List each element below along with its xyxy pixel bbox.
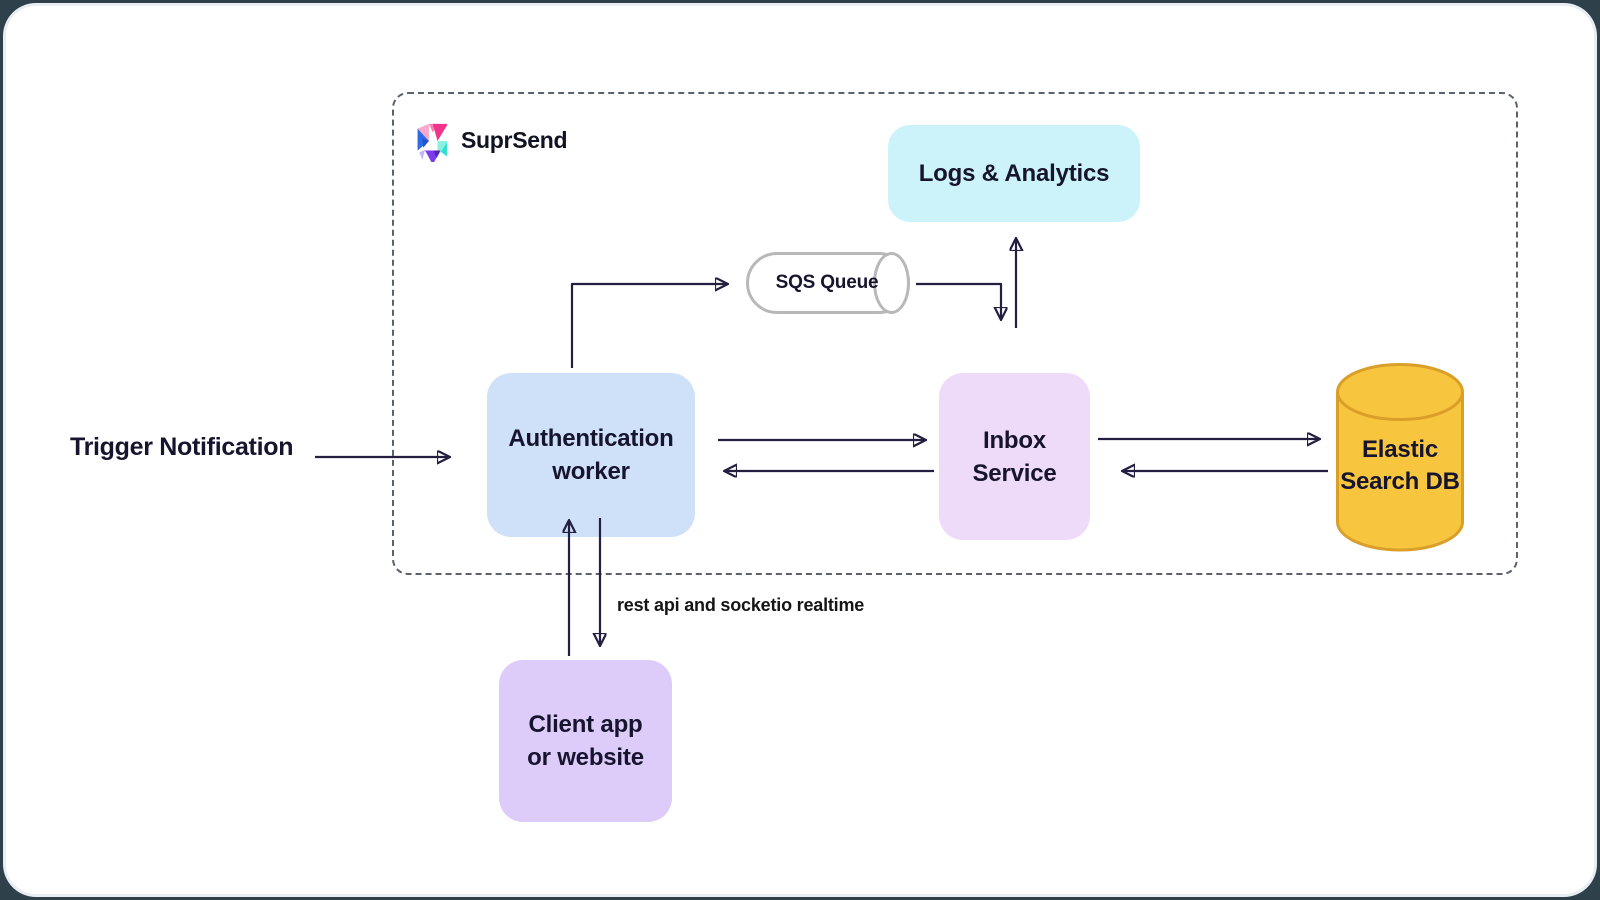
elastic-label-line2: Search	[1340, 468, 1420, 495]
suprsend-logo-icon	[417, 123, 447, 162]
node-sqs-queue: SQS Queue	[746, 252, 910, 314]
database-cylinder-icon	[1336, 363, 1464, 552]
elastic-label-line3: DB	[1425, 468, 1460, 495]
node-logs-analytics: Logs & Analytics	[888, 125, 1140, 222]
node-logs-analytics-label: Logs & Analytics	[918, 160, 1110, 187]
rest-api-socketio-label: rest api and socketio realtime	[617, 595, 865, 615]
sqs-cylinder-cap	[873, 252, 910, 314]
node-client-app-label-line2: or website	[527, 744, 644, 771]
elastic-label-line1: Elastic	[1362, 436, 1438, 463]
white-card	[6, 6, 1594, 894]
node-sqs-queue-label: SQS Queue	[775, 272, 879, 293]
node-inbox-service: Inbox Service	[939, 373, 1090, 540]
node-client-app: Client app or website	[499, 660, 672, 822]
node-elastic-search-db: Elastic Search DB	[1335, 362, 1465, 554]
node-authentication-worker: Authentication worker	[487, 373, 695, 537]
platform-boundary	[392, 92, 1518, 575]
node-authentication-worker-label-line1: Authentication	[508, 425, 674, 452]
trigger-notification-label: Trigger Notification	[70, 433, 294, 461]
brand: SuprSend	[409, 118, 568, 162]
node-client-app-label-line1: Client app	[528, 711, 643, 738]
node-inbox-service-label-line1: Inbox	[983, 426, 1046, 454]
node-elastic-search-db-label: Elastic Search DB	[1335, 434, 1465, 498]
node-inbox-service-label-line2: Service	[972, 459, 1057, 487]
node-authentication-worker-label-line2: worker	[552, 458, 630, 485]
brand-name: SuprSend	[461, 126, 568, 153]
